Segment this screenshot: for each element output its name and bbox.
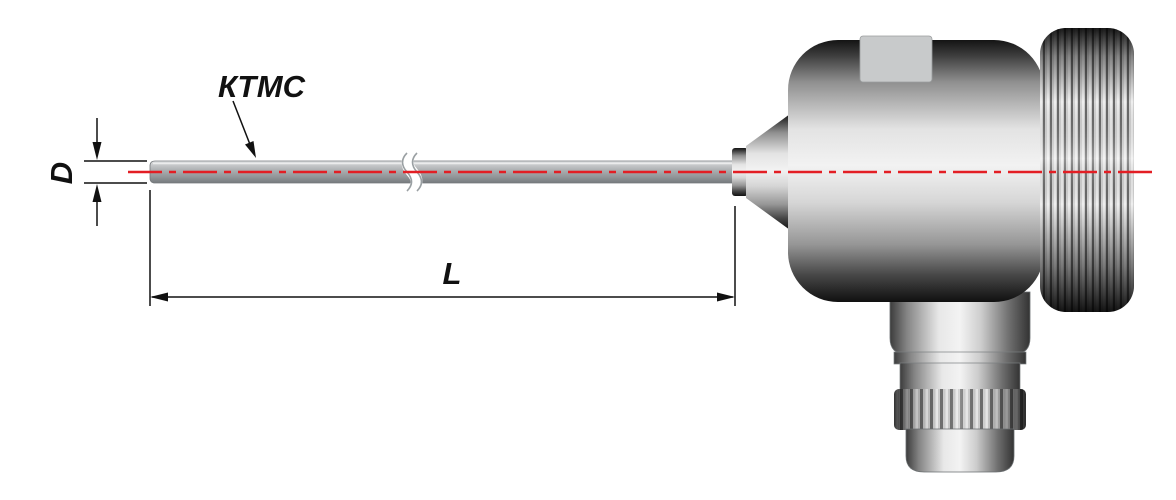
neck-cone	[746, 114, 790, 230]
length-dimension	[149, 190, 736, 306]
diameter-label: D	[44, 162, 79, 184]
cable-label: КТМС	[218, 69, 306, 104]
cable-leader-arrowhead	[245, 141, 256, 158]
diameter-arrowhead-top	[92, 142, 102, 160]
probe-sheath	[149, 160, 737, 184]
diameter-arrowhead-bottom	[92, 184, 102, 202]
gland-nut-shade	[894, 389, 1026, 430]
gland-bottom-cap	[905, 428, 1015, 473]
length-arrowhead-left	[150, 292, 168, 302]
length-arrowhead-right	[717, 292, 735, 302]
gland-ring	[893, 351, 1027, 365]
gland-knurled-nut	[894, 389, 1026, 430]
connection-head	[788, 28, 1134, 312]
cable-gland	[889, 291, 1031, 473]
length-label: L	[443, 256, 462, 291]
cable-callout: КТМС	[218, 69, 306, 158]
gland-body	[899, 362, 1021, 391]
diameter-dimension	[84, 118, 147, 226]
head-knurled-cap	[1040, 28, 1134, 312]
cable-leader-line	[232, 100, 252, 148]
head-top-plate	[859, 35, 933, 83]
knurled-cap-shade	[1040, 28, 1134, 312]
probe-sheath-body	[149, 160, 737, 184]
